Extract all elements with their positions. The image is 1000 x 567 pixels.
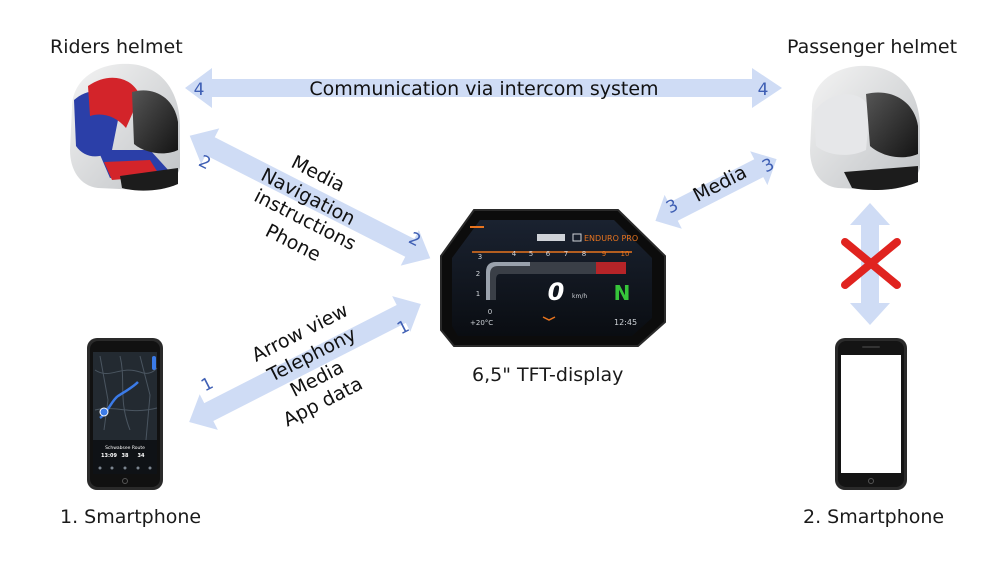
display-label: 6,5" TFT-display (472, 364, 624, 386)
phone-route-title: Schwabsee Route (105, 445, 145, 451)
tft-rpm-tick: 8 (582, 250, 586, 258)
tft-rpm-tick: 4 (512, 250, 517, 258)
tft-display: ENDURO PRO 4 5 6 7 8 9 10 3 2 1 0 0 km/h… (440, 209, 666, 347)
blocked-cross-icon (841, 238, 901, 289)
tft-speed-value: 0 (548, 278, 565, 306)
smartphone-1-image: Schwabsee Route 13:09 38 34 (87, 338, 163, 490)
tft-temperature: +20°C (470, 319, 493, 327)
tft-rpm-ticks: 4 5 6 7 8 9 10 (512, 250, 630, 258)
tft-bar-tick: 1 (476, 290, 480, 298)
phone-route-stat: 34 (138, 453, 145, 459)
smartphone-2-label: 2. Smartphone (803, 506, 945, 528)
smartphone-1-label: 1. Smartphone (60, 506, 202, 528)
tft-speed-unit: km/h (572, 293, 587, 300)
phone-route-stat: 38 (122, 453, 129, 459)
tft-mode-label: ENDURO PRO (584, 234, 638, 243)
tft-rpm-tick: 9 (602, 250, 606, 258)
tft-gear-indicator: N (614, 281, 631, 305)
intercom-label: Communication via intercom system (309, 78, 658, 100)
intercom-number-left: 4 (194, 80, 205, 100)
display-passenger-arrow (655, 151, 777, 229)
tft-bar-tick: 0 (488, 308, 492, 316)
tft-bar-ticks: 3 2 1 0 (476, 253, 492, 316)
tft-rpm-tick: 6 (546, 250, 551, 258)
tft-rpm-tick: 5 (529, 250, 533, 258)
tft-rpm-tick: 10 (621, 250, 630, 258)
intercom-arrow (185, 68, 782, 108)
passenger-helmet-label: Passenger helmet (787, 36, 958, 58)
smartphone-2-image (835, 338, 907, 490)
passenger-helmet-image (810, 65, 920, 190)
riders-helmet-image (70, 63, 180, 191)
tft-bar-tick: 3 (478, 253, 482, 261)
tft-time: 12:45 (614, 318, 637, 327)
intercom-number-right: 4 (758, 80, 769, 100)
phone-route-stat: 13:09 (101, 453, 117, 459)
phone-link-number-start: 1 (198, 374, 217, 397)
phone-display-arrow (189, 296, 421, 430)
passenger-link-line-1: Media (690, 161, 751, 207)
tft-bar-tick: 2 (476, 270, 480, 278)
helmet-display-arrow (189, 128, 431, 266)
riders-helmet-label: Riders helmet (50, 36, 183, 58)
tft-rpm-tick: 7 (564, 250, 568, 258)
